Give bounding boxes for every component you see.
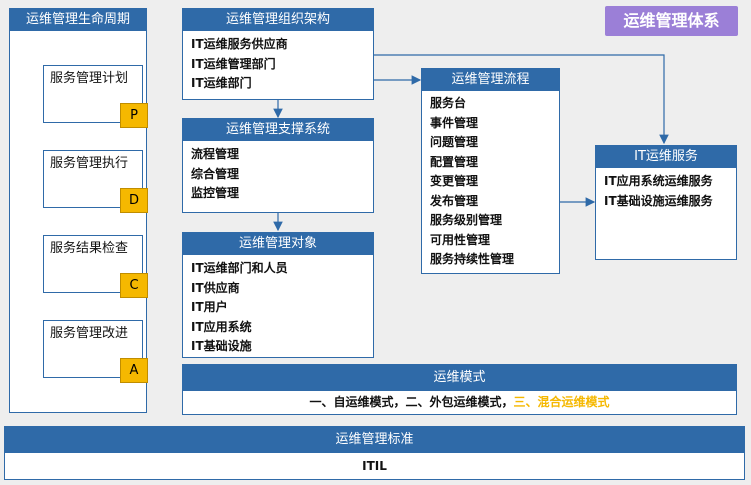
pdca-letter-c: C: [120, 273, 148, 298]
diagram-title-badge: 运维管理体系: [605, 6, 738, 36]
services-item: IT应用系统运维服务: [604, 174, 713, 188]
org-item: IT运维部门: [191, 76, 252, 90]
org-item: IT运维服务供应商: [191, 37, 288, 51]
process-item: 变更管理: [430, 174, 479, 188]
org-item: IT运维管理部门: [191, 56, 276, 71]
process-item: 服务级别管理: [430, 213, 503, 227]
support-item: 流程管理: [191, 147, 240, 161]
objects-item: IT运维部门和人员: [191, 261, 288, 275]
support-systems-box: 运维管理支撑系统 流程管理 综合管理 监控管理: [182, 118, 374, 213]
pdca-letter-p: P: [120, 103, 148, 128]
process-item: 可用性管理: [430, 232, 491, 247]
objects-item: IT基础设施: [191, 339, 252, 353]
it-services-box: IT运维服务 IT应用系统运维服务 IT基础设施运维服务: [595, 145, 737, 260]
pdca-step-check-label: 服务结果检查: [50, 241, 129, 256]
objects-item: IT用户: [191, 300, 228, 314]
org-structure-header: 运维管理组织架构: [183, 9, 373, 31]
pdca-letter-a: A: [120, 358, 148, 383]
management-standard-text: ITIL: [362, 459, 387, 473]
operation-mode-text: 一、自运维模式，二、外包运维模式，: [309, 395, 514, 409]
pdca-letter-d: D: [120, 188, 148, 213]
management-standard-box: 运维管理标准 ITIL: [4, 426, 745, 480]
operation-mode-box: 运维模式 一、自运维模式，二、外包运维模式，三、混合运维模式: [182, 364, 737, 415]
process-item: 服务台: [430, 96, 467, 110]
management-standard-header: 运维管理标准: [5, 427, 744, 453]
management-process-box: 运维管理流程 服务台 事件管理 问题管理 配置管理 变更管理 发布管理 服务级别…: [421, 68, 560, 274]
support-systems-header: 运维管理支撑系统: [183, 119, 373, 141]
management-objects-header: 运维管理对象: [183, 233, 373, 255]
process-item: 服务持续性管理: [430, 252, 515, 266]
pdca-step-plan: 服务管理计划 P: [43, 65, 148, 128]
support-item: 综合管理: [191, 166, 240, 181]
services-item: IT基础设施运维服务: [604, 193, 713, 208]
support-item: 监控管理: [191, 186, 240, 200]
objects-item: IT供应商: [191, 280, 240, 295]
process-item: 配置管理: [430, 154, 479, 169]
process-item: 问题管理: [430, 135, 479, 149]
process-item: 发布管理: [430, 193, 479, 208]
pdca-step-do: 服务管理执行 D: [43, 150, 148, 213]
pdca-step-act: 服务管理改进 A: [43, 320, 148, 383]
it-services-header: IT运维服务: [596, 146, 736, 168]
lifecycle-header: 运维管理生命周期: [10, 9, 146, 31]
pdca-step-plan-label: 服务管理计划: [50, 71, 129, 86]
management-process-header: 运维管理流程: [422, 69, 559, 91]
org-structure-box: 运维管理组织架构 IT运维服务供应商 IT运维管理部门 IT运维部门: [182, 8, 374, 100]
pdca-step-act-label: 服务管理改进: [50, 326, 129, 341]
operation-mode-highlight: 三、混合运维模式: [513, 395, 610, 409]
management-objects-box: 运维管理对象 IT运维部门和人员 IT供应商 IT用户 IT应用系统 IT基础设…: [182, 232, 374, 358]
objects-item: IT应用系统: [191, 319, 252, 334]
pdca-step-do-label: 服务管理执行: [50, 156, 129, 171]
pdca-step-check: 服务结果检查 C: [43, 235, 148, 298]
operation-mode-header: 运维模式: [183, 365, 736, 391]
process-item: 事件管理: [430, 115, 479, 130]
